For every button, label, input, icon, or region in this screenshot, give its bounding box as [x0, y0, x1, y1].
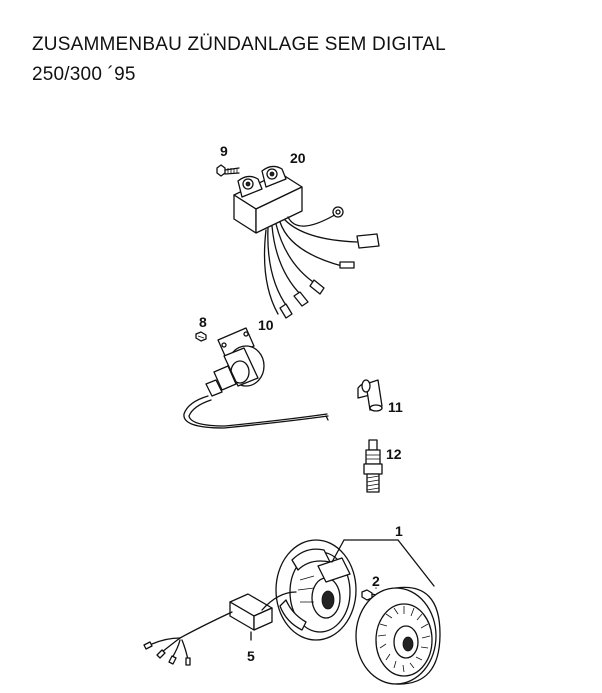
label-part-10: 10 — [258, 317, 274, 333]
screw-part-8 — [195, 331, 207, 342]
flywheel-rotor — [355, 586, 441, 685]
label-part-9: 9 — [220, 143, 228, 159]
diagram-subtitle: 250/300 ´95 — [32, 64, 136, 85]
label-part-2: 2 — [372, 573, 380, 589]
label-part-1: 1 — [395, 523, 403, 539]
spark-plug-cap-part-11 — [357, 379, 383, 412]
stator-assembly-part-1 — [275, 539, 357, 641]
ignition-coil-part-10 — [183, 327, 329, 429]
label-part-11: 11 — [388, 399, 403, 415]
label-part-12: 12 — [386, 446, 402, 462]
spark-plug-part-12 — [363, 439, 383, 493]
label-part-5: 5 — [247, 648, 255, 664]
cdi-unit-part-20 — [233, 165, 380, 319]
label-part-20: 20 — [290, 150, 306, 166]
diagram-title: ZUSAMMENBAU ZÜNDANLAGE SEM DIGITAL — [32, 34, 446, 55]
screw-part-9 — [216, 164, 240, 177]
leader-lines — [250, 539, 435, 641]
pickup-part-5 — [143, 591, 297, 666]
label-part-8: 8 — [199, 314, 207, 330]
